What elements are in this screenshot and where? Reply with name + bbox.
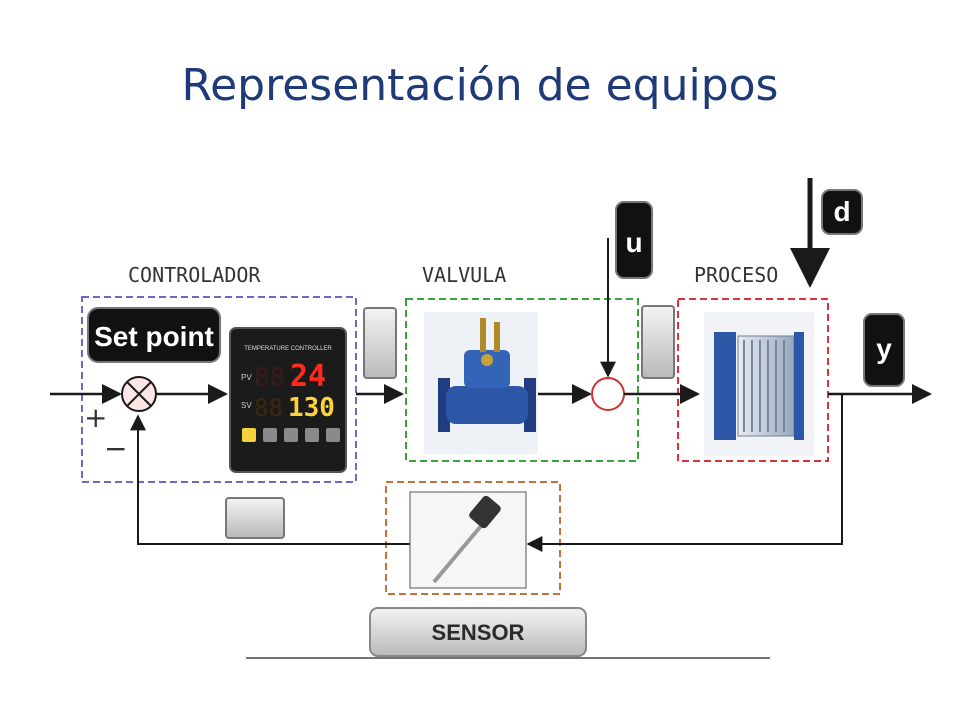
sv-tag: SV (241, 401, 252, 410)
valve-box (405, 298, 639, 462)
plus-sign: + (84, 401, 107, 434)
process-label: PROCESO (694, 263, 778, 287)
signal-placeholder-1 (363, 307, 397, 379)
sv-dim-digits: 88 (254, 394, 283, 422)
sensor-label: SENSOR (432, 620, 525, 645)
feedback-line-left (130, 414, 422, 545)
temperature-sensor (409, 491, 527, 589)
y-label: y (876, 333, 892, 364)
y-tag: y (863, 313, 905, 387)
sensor-tag: SENSOR (369, 607, 587, 657)
process-box (677, 298, 829, 462)
controller-box (81, 296, 357, 483)
signal-placeholder-3 (225, 497, 285, 539)
heat-exchanger (704, 312, 814, 456)
set-point-tag: Set point (87, 307, 221, 363)
control-valve (424, 312, 538, 454)
u-label: u (625, 227, 642, 258)
controller-buttons (242, 428, 340, 442)
controller-brand-text: TEMPERATURE CONTROLLER (244, 346, 332, 352)
pv-value: 24 (290, 359, 326, 394)
slide-title: Representación de equipos (181, 60, 779, 111)
control-loop-diagram: CONTROLADOR VALVULA PROCESO + − Set poin… (50, 172, 934, 660)
controller-label: CONTROLADOR (128, 263, 261, 287)
d-tag: d (821, 189, 863, 235)
minus-sign: − (104, 432, 127, 465)
pv-tag: PV (241, 373, 252, 382)
summing-junction (121, 376, 157, 412)
d-label: d (833, 196, 850, 227)
set-point-label: Set point (94, 321, 214, 352)
pv-dim-digits: 88 (254, 363, 285, 393)
sv-value: 130 (288, 393, 335, 423)
u-tag: u (615, 201, 653, 279)
valve-label: VALVULA (422, 263, 506, 287)
feedback-line-right (538, 394, 843, 545)
temperature-controller: TEMPERATURE CONTROLLER PV 88 24 SV 88 13… (229, 327, 347, 473)
signal-placeholder-2 (641, 305, 675, 379)
disturbance-sum-circle (591, 377, 625, 411)
